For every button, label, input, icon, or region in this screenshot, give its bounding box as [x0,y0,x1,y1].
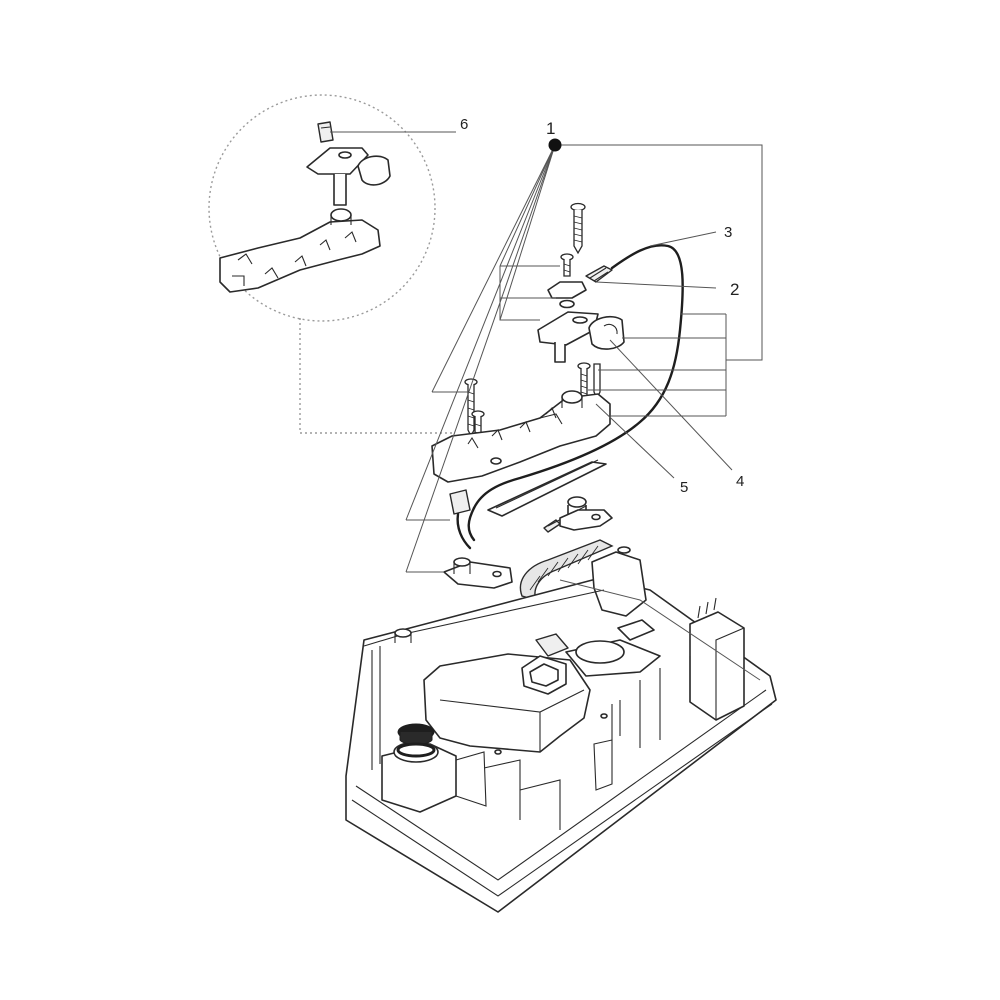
callout-3: 3 [724,224,732,241]
top-screw [570,202,586,255]
leader-lines [330,131,763,681]
washer [559,299,575,309]
braided-hose [519,539,614,602]
pin-screw [593,363,601,400]
callout-6: 6 [460,116,468,133]
detail-inset [208,94,452,434]
callout-4: 4 [736,473,744,490]
callout-1-marker [548,138,562,152]
left-screw-a [464,378,478,438]
lower-bracket [443,557,513,589]
drain-opening [565,639,661,677]
inset-base-plate [219,208,381,293]
bracket [537,311,599,363]
small-screw [560,253,574,277]
slide-rail [487,459,607,533]
intake-port [521,633,569,695]
recess [617,619,655,641]
callout-5: 5 [680,479,688,496]
cover-cap [588,316,625,350]
sensor-cable [467,244,684,542]
inset-bracket [306,147,391,206]
detail-connector [299,318,452,434]
mounting-plate [431,390,611,483]
detail-circle [208,94,436,322]
callout-2: 2 [730,280,739,299]
filler-cap [381,723,457,813]
inset-clip [317,121,334,143]
cable-connector [449,489,472,550]
front-wall [455,713,613,830]
lever-arm [559,496,613,531]
vent-comb [611,597,745,748]
callout-1: 1 [546,119,555,138]
